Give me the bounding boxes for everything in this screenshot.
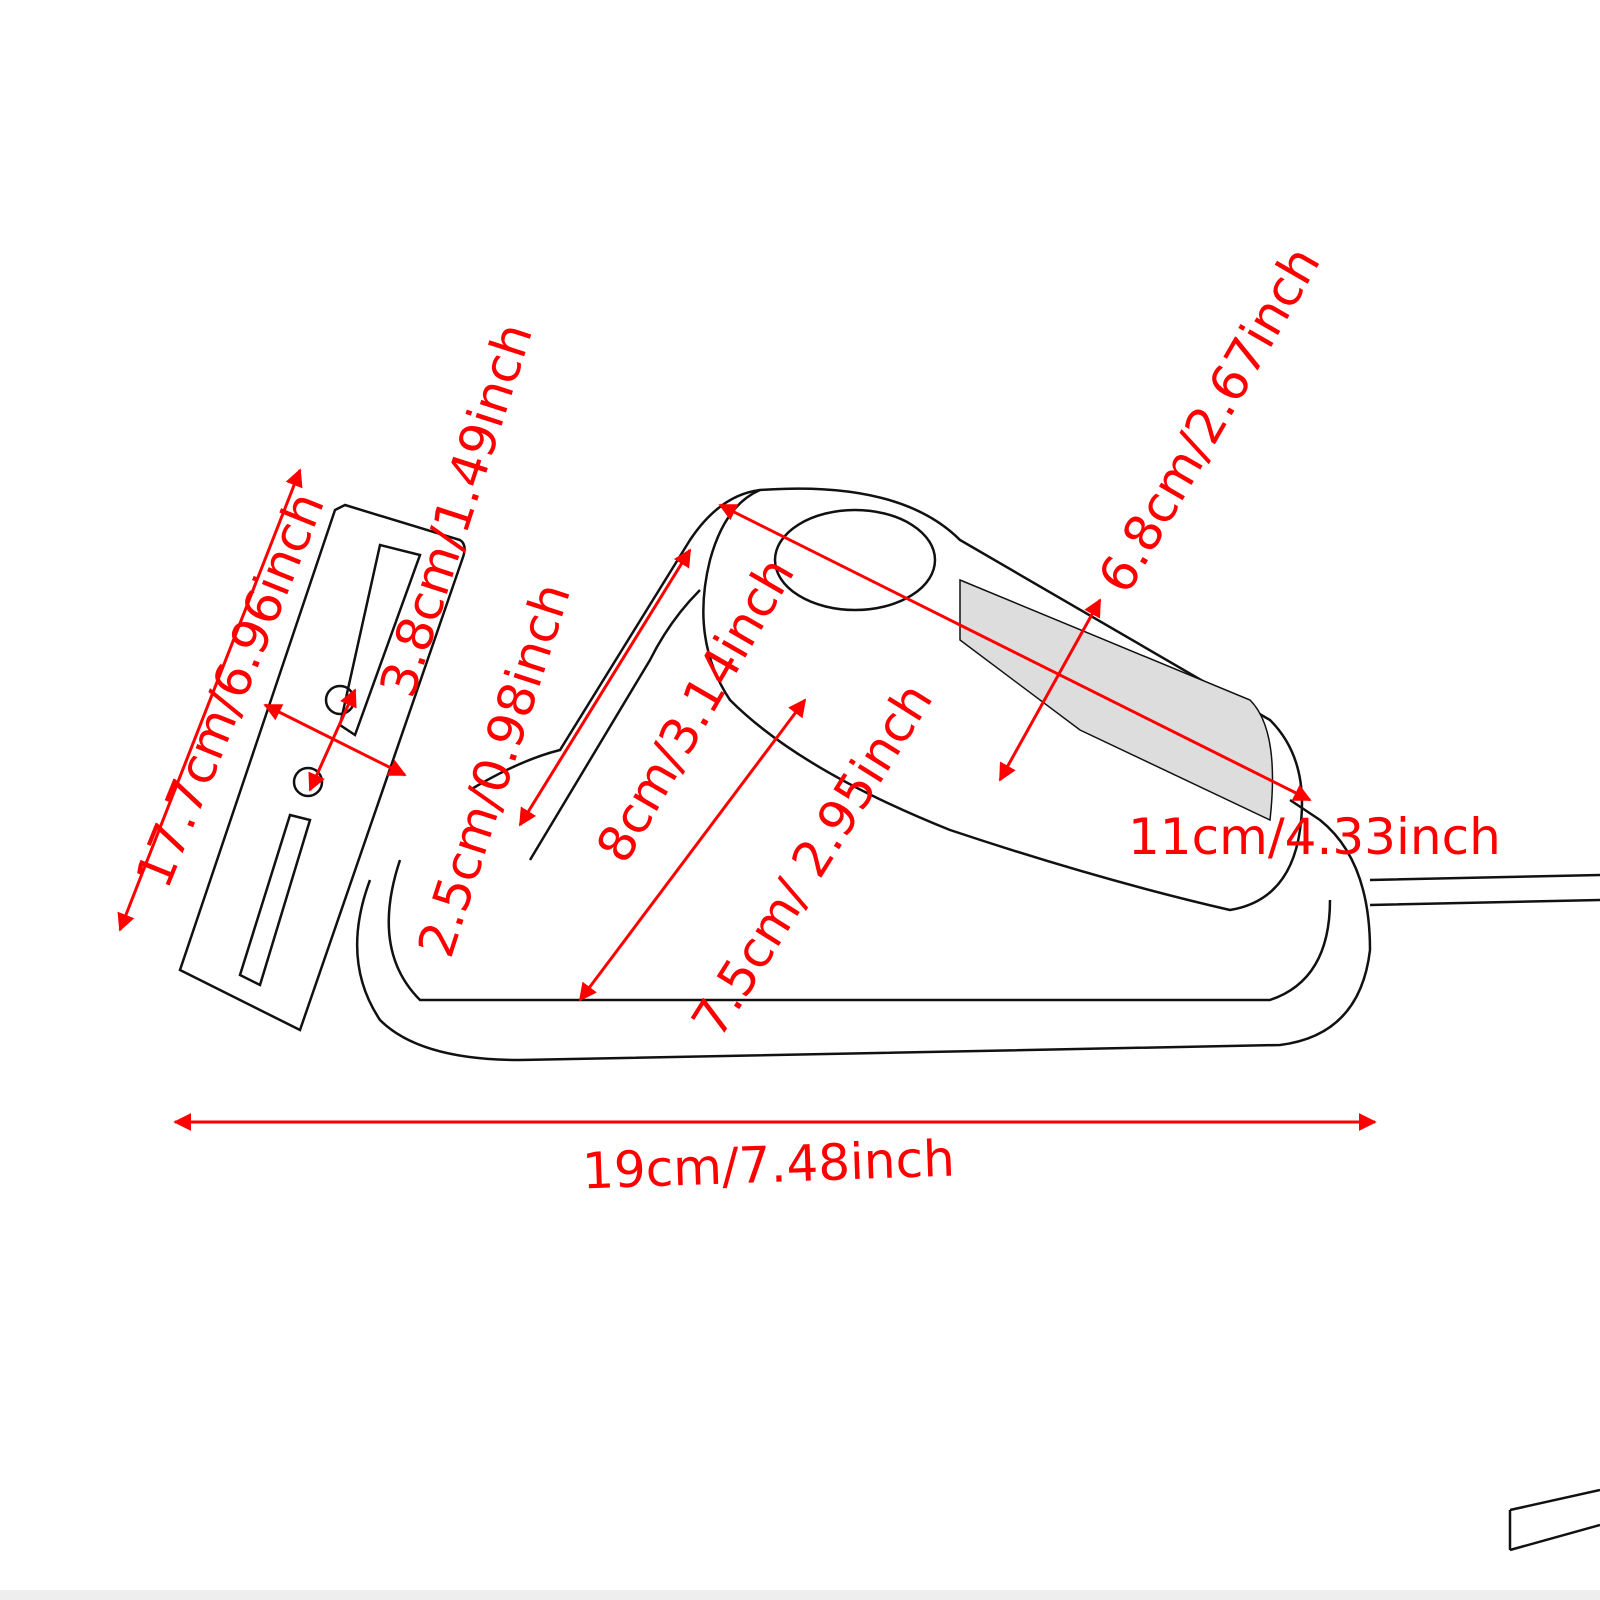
- bracket-width-arrow: [263, 703, 407, 777]
- dimension-arrows: [117, 468, 1377, 1131]
- neck-arrow: [518, 548, 692, 827]
- label-lens-length: 11cm/4.33inch: [1128, 808, 1501, 866]
- cable: [1369, 873, 1600, 907]
- bottom-border: [0, 1590, 1600, 1600]
- lens-length-arrow: [718, 503, 1312, 802]
- base-plate: [355, 798, 1372, 1062]
- label-total-length: 19cm/7.48inch: [581, 1129, 956, 1201]
- bracket-height-arrow: [117, 468, 303, 932]
- mounting-bracket: [178, 503, 466, 1032]
- reflector: [959, 578, 1274, 822]
